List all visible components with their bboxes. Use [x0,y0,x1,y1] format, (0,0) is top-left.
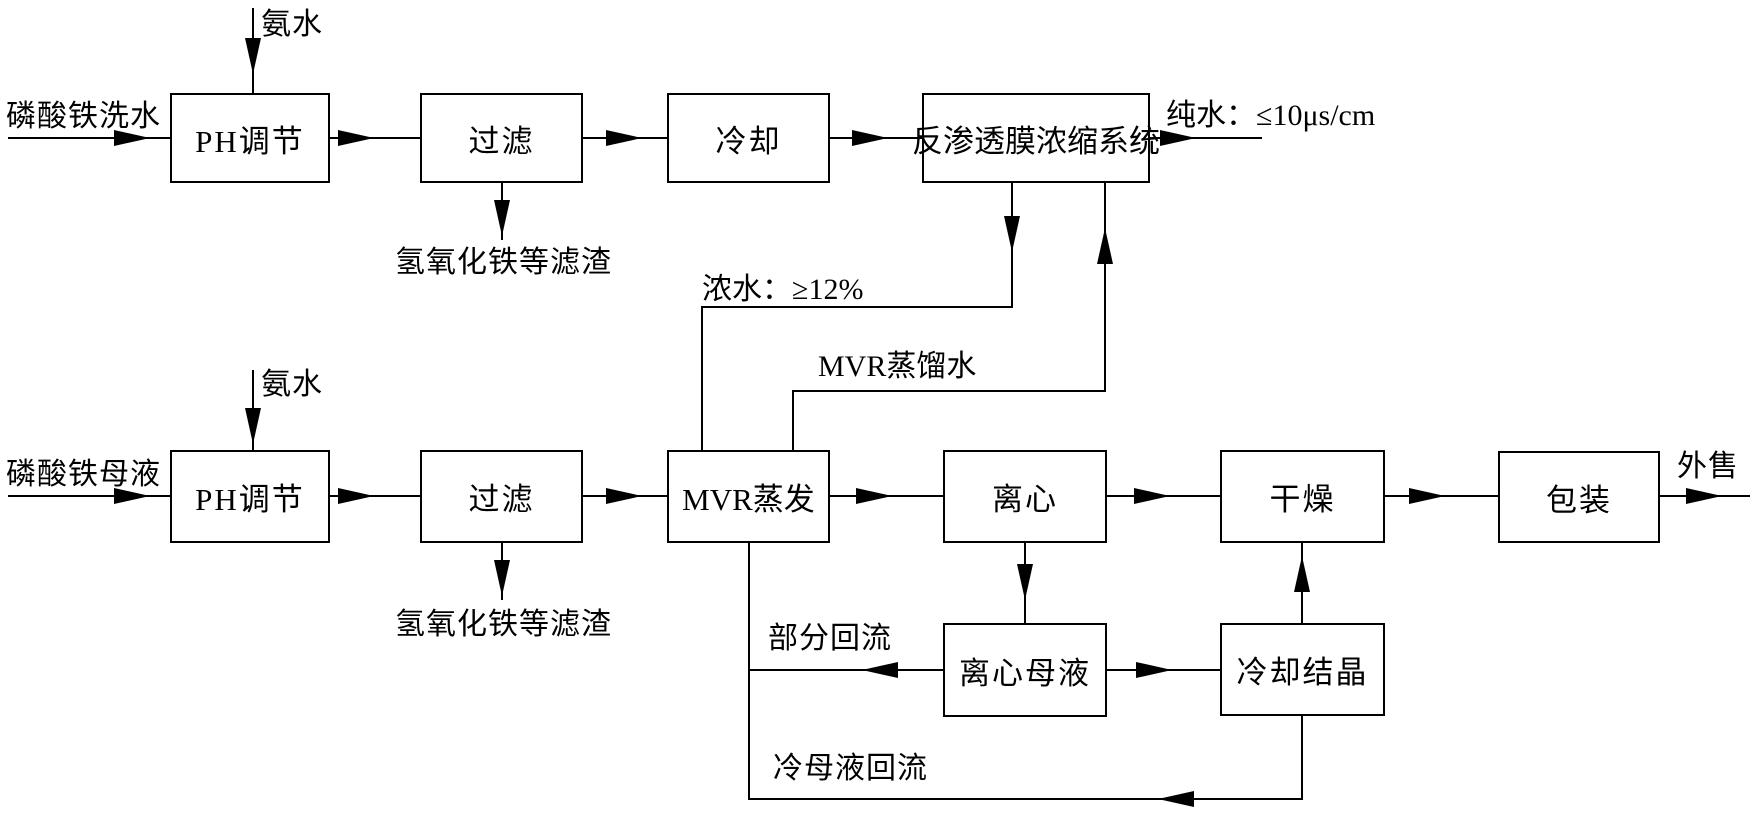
arrow-right-icon [114,130,150,146]
arrow-right-icon [852,130,888,146]
arrow-up-icon [1097,228,1113,264]
box-cooling-crystallization: 冷却结晶 [1220,623,1385,716]
box-packaging: 包装 [1498,451,1660,543]
arrow-right-icon [338,488,374,504]
label-wash-water-input: 磷酸铁洗水 [6,100,161,133]
box-mvr-evaporation: MVR蒸发 [667,450,830,543]
arrow-left-icon [862,662,898,678]
label-concentrated-water: 浓水：≥12% [702,273,864,306]
label-external-sale: 外售 [1677,450,1739,483]
arrow-right-icon [856,488,892,504]
label-mvr-distilled-water: MVR蒸馏水 [818,350,977,383]
label-pure-water-output: 纯水：≤10μs/cm [1166,99,1376,132]
arrow-down-icon [245,38,261,74]
arrow-right-icon [114,488,150,504]
flow-line-mvr-reflux-riser [748,543,750,800]
box-cooling: 冷却 [667,93,830,183]
label-ammonia-2: 氨水 [261,368,323,401]
arrow-right-icon [338,130,374,146]
label-partial-reflux: 部分回流 [768,622,892,655]
arrow-right-icon [1134,488,1170,504]
flow-line-mother-liquor-in [8,495,170,497]
arrow-left-icon [1158,791,1194,807]
arrow-down-icon [1017,564,1033,600]
flow-line-distilled-riser-right [1104,183,1106,392]
box-reverse-osmosis-system: 反渗透膜浓缩系统 [912,93,1160,183]
flow-line-crystallization-drop [1301,716,1303,800]
flow-line-ph2-to-filter2 [330,495,420,497]
arrow-right-icon [1136,662,1172,678]
box-drying: 干燥 [1220,450,1385,543]
arrow-right-icon [1409,488,1445,504]
arrow-right-icon [1686,488,1722,504]
flow-line-ph1-to-filter1 [330,137,420,139]
box-centrifuge: 离心 [943,450,1107,543]
arrow-right-icon [1160,130,1196,146]
flow-line-mvr-distilled-water [792,390,1106,392]
box-centrifuge-mother-liquor: 离心母液 [943,623,1107,717]
flow-line-partial-reflux [748,669,943,671]
label-mother-liquor-input: 磷酸铁母液 [6,458,161,491]
label-cold-mother-liquor-reflux: 冷母液回流 [773,752,928,785]
box-filter-1: 过滤 [420,93,583,183]
label-filter-residue-2: 氢氧化铁等滤渣 [395,608,612,641]
label-filter-residue-1: 氢氧化铁等滤渣 [395,246,612,279]
flow-line-bottom-reflux-rail [748,798,1303,800]
box-ph-adjustment-2: PH调节 [170,450,330,543]
box-filter-2: 过滤 [420,450,583,543]
flow-line-distilled-riser-left [792,390,794,450]
flow-line-pure-water-out [1150,137,1262,139]
flow-line-wash-water-in [8,137,170,139]
arrow-right-icon [606,130,642,146]
arrow-down-icon [494,560,510,596]
flow-line-concentrated-water [701,306,1013,308]
arrow-up-icon [1294,556,1310,592]
flow-line-concentrate-riser [701,306,703,450]
arrow-down-icon [494,200,510,236]
arrow-right-icon [606,488,642,504]
box-ph-adjustment-1: PH调节 [170,93,330,183]
arrow-down-icon [1004,216,1020,252]
label-ammonia-1: 氨水 [261,8,323,41]
arrow-down-icon [245,408,261,444]
